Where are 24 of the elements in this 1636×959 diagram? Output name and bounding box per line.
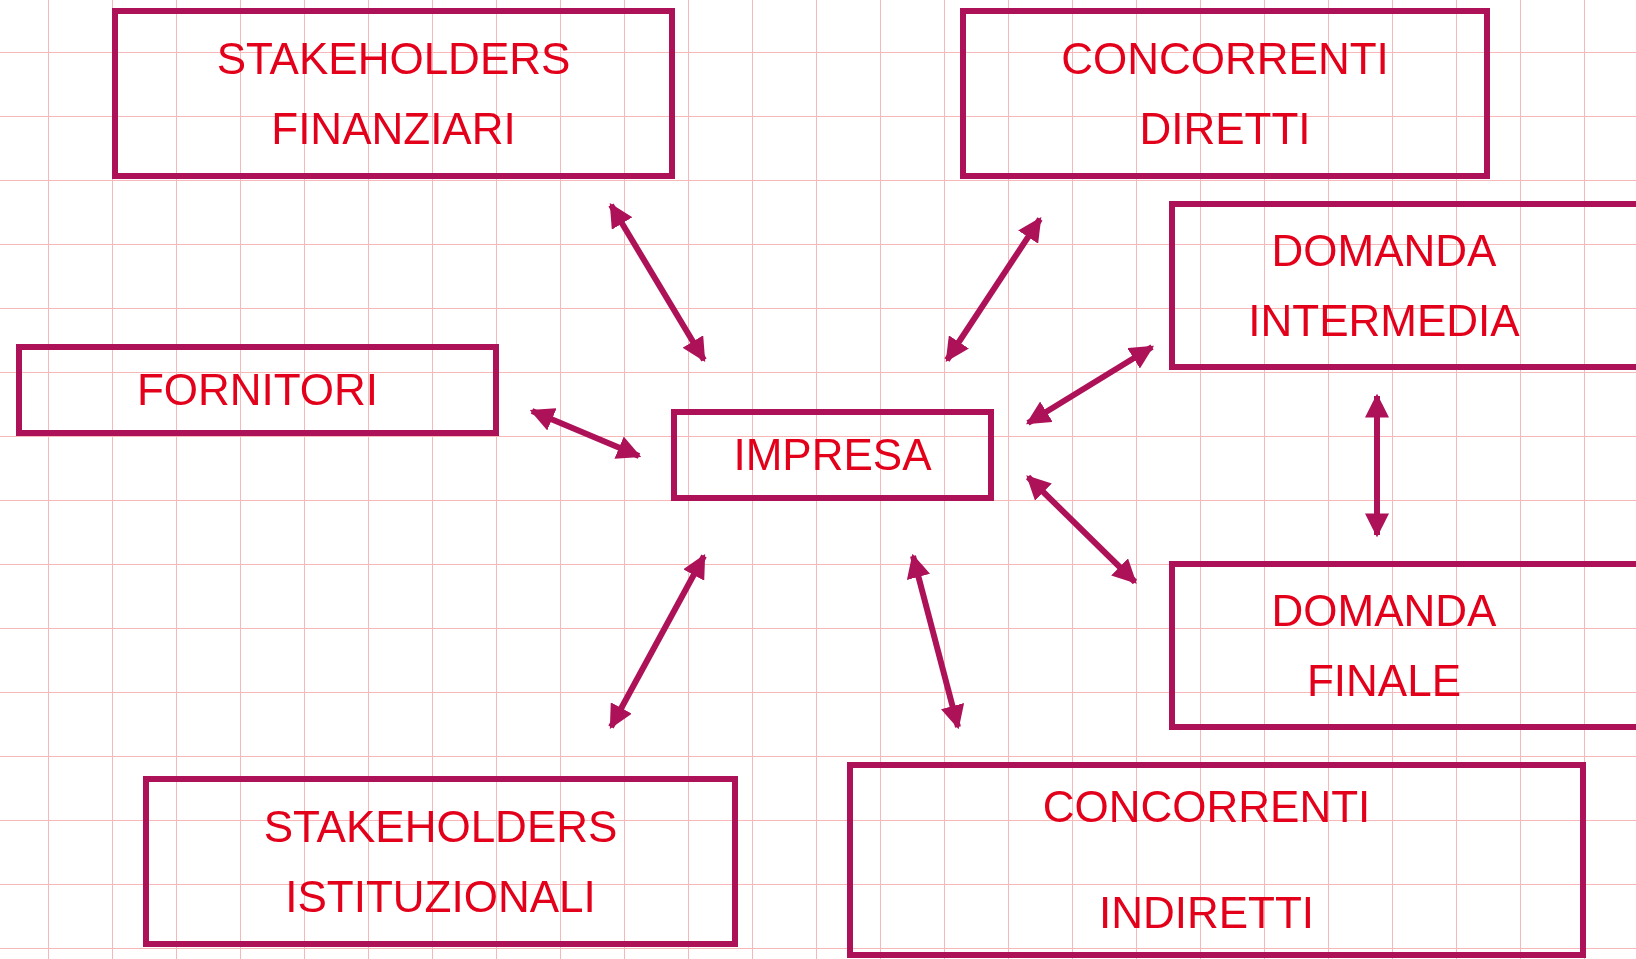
double-arrow: [906, 553, 965, 730]
concept-box: [1169, 201, 1636, 370]
box-label: CONCORRENTI DIRETTI: [1060, 32, 1390, 155]
box-label: STAKEHOLDERS FINANZIARI: [215, 32, 572, 155]
box-label: STAKEHOLDERS ISTITUZIONALI: [262, 800, 619, 923]
concept-box: [960, 8, 1490, 179]
double-arrow: [944, 217, 1043, 362]
concept-box: [16, 344, 499, 436]
double-arrow: [608, 553, 707, 730]
concept-box: [143, 776, 738, 947]
concept-box: [847, 762, 1586, 958]
box-label: FORNITORI: [135, 365, 380, 415]
concept-box: [671, 409, 994, 501]
concept-box: [112, 8, 675, 179]
double-arrow: [608, 202, 707, 363]
double-arrow: [1025, 474, 1138, 585]
concept-box: [1169, 561, 1636, 730]
double-arrow: [1025, 344, 1155, 426]
box-label: DOMANDA FINALE: [1270, 584, 1498, 707]
box-label: IMPRESA: [732, 430, 933, 480]
double-arrow: [529, 408, 642, 459]
double-arrow: [1365, 393, 1389, 538]
box-label: DOMANDA INTERMEDIA: [1247, 224, 1521, 347]
box-label: CONCORRENTI INDIRETTI: [1041, 781, 1372, 939]
